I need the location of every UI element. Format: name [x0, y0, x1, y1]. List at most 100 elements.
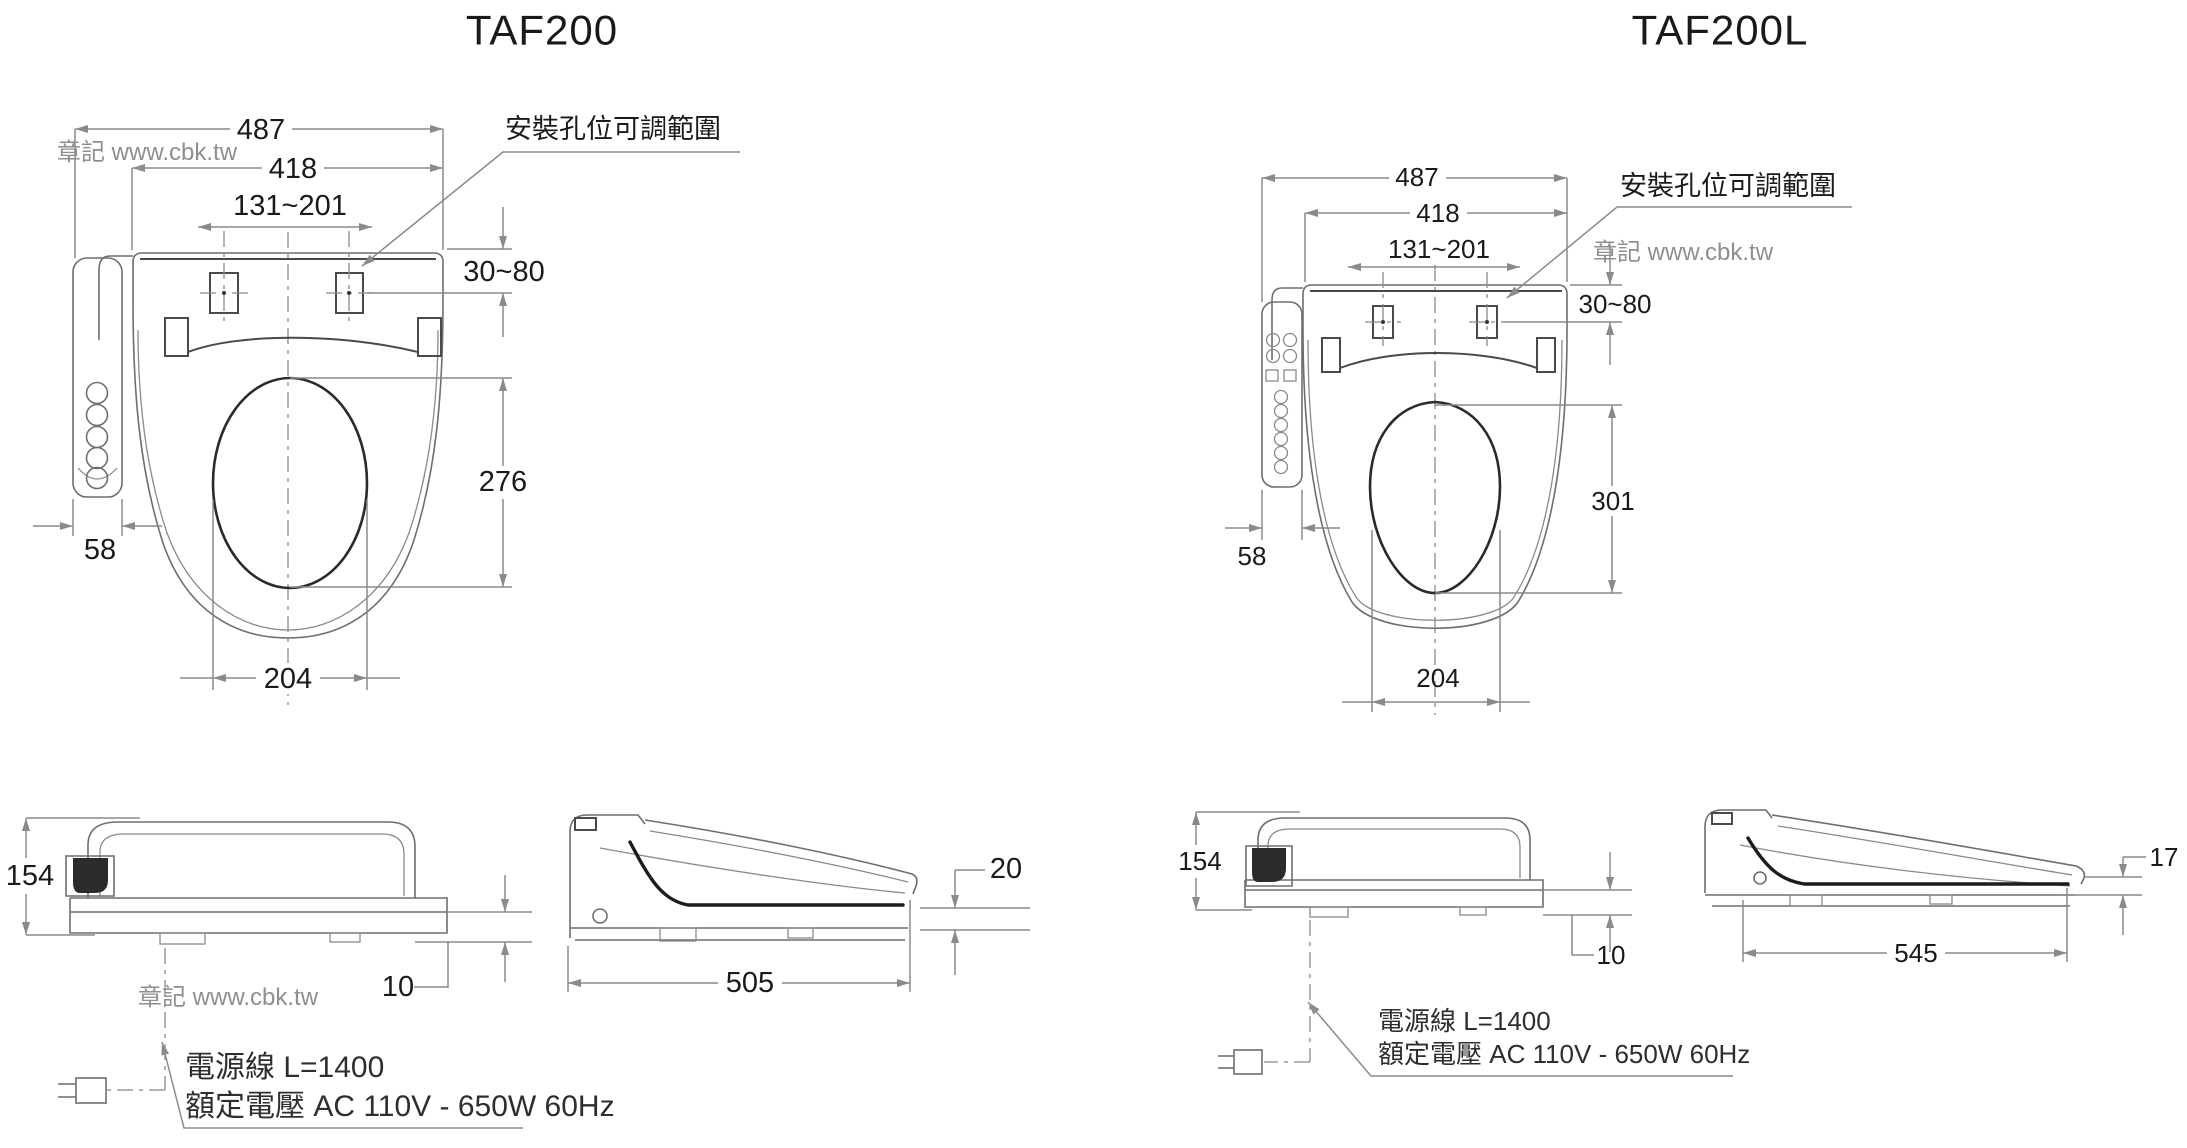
dim-height: 154: [4, 817, 140, 936]
profile-lid-top2: [1777, 825, 2073, 876]
dim-overall-width: 487: [74, 113, 444, 258]
control-panel: [72, 257, 123, 498]
dim-hole-offset: 30~80: [1505, 245, 1652, 365]
profile-foot-2: [1929, 894, 1953, 905]
svg-text:30~80: 30~80: [1578, 289, 1651, 319]
hinge-wave-line: [187, 336, 419, 353]
seat-inner-contour: [137, 329, 439, 631]
front-foot-left: [1309, 906, 1349, 918]
svg-text:10: 10: [1597, 940, 1626, 970]
front-base: [1244, 879, 1544, 908]
svg-text:131~201: 131~201: [233, 190, 347, 222]
profile-hinge-detail: [1711, 812, 1733, 825]
svg-text:276: 276: [479, 466, 527, 498]
taf200l-front-view: 154 10 電源線 L=1400 額定電壓 AC 110V - 650W 60…: [1172, 811, 1750, 1077]
seat-outline: [132, 252, 444, 639]
power-note-leader: [1307, 1001, 1733, 1077]
dim-panel-width: 58: [1225, 490, 1340, 571]
mounting-hole-left: [200, 231, 248, 322]
power-plug: [1233, 1049, 1263, 1075]
front-valve-detail: [1252, 848, 1286, 882]
power-cord: [1218, 920, 1311, 1075]
front-valve-outline: [65, 855, 115, 897]
svg-text:154: 154: [1178, 846, 1221, 876]
front-lid-outline: [1257, 817, 1531, 880]
svg-text:301: 301: [1591, 486, 1634, 516]
svg-text:204: 204: [264, 663, 312, 695]
svg-text:131~201: 131~201: [1388, 234, 1490, 264]
dim-hole-range: 131~201: [198, 190, 372, 231]
taf200-side-view: 20 505: [567, 814, 1030, 999]
front-foot-left: [159, 932, 206, 945]
control-panel: [1261, 301, 1303, 488]
hinge-wave-line: [1339, 352, 1538, 369]
dim-bowl-length: 276: [290, 377, 536, 588]
profile-hinge-detail: [574, 817, 597, 831]
profile-drain-detail: [592, 908, 608, 924]
svg-text:30~80: 30~80: [463, 256, 544, 288]
dim-overall-width: 487: [1261, 162, 1568, 302]
watermark-top-left: 章記 www.cbk.tw: [57, 139, 238, 166]
power-note-line2: 額定電壓 AC 110V - 650W 60Hz: [185, 1090, 615, 1123]
title-taf200: TAF200: [466, 7, 618, 54]
svg-text:10: 10: [382, 971, 414, 1003]
front-valve-detail: [73, 858, 108, 893]
front-lid-outline: [87, 821, 416, 898]
front-foot-right: [1459, 906, 1487, 916]
dim-lid-width: 418: [131, 153, 443, 250]
lid-corner-step: [1271, 287, 1303, 360]
svg-text:204: 204: [1416, 663, 1459, 693]
hinge-tab-right: [1536, 337, 1556, 373]
svg-text:487: 487: [237, 114, 285, 146]
mounting-label-group: 安裝孔位可調範圍: [1506, 171, 1852, 299]
power-note-leader: [161, 1041, 523, 1129]
svg-text:418: 418: [1416, 198, 1459, 228]
mounting-hole-right: [1469, 272, 1505, 346]
profile-lid-top2: [649, 830, 909, 883]
profile-lid-top: [1771, 814, 2086, 885]
watermark-bottom-left: 章記 www.cbk.tw: [138, 984, 319, 1011]
power-note-line1: 電源線 L=1400: [185, 1051, 384, 1084]
profile-lid-top: [644, 819, 918, 895]
dim-hole-range: 131~201: [1348, 234, 1520, 271]
dim-lid-gap: 17: [2060, 842, 2178, 935]
profile-lid-top3: [599, 847, 906, 894]
taf200-top-view: 487 418 131~201 30~80 276: [33, 113, 740, 705]
dim-bowl-length: 301: [1435, 404, 1641, 594]
profile-base: [1705, 894, 2075, 907]
lid-corner-step: [98, 255, 133, 340]
profile-back: [569, 814, 646, 938]
profile-base: [570, 927, 908, 941]
dim-side-length: 545: [1742, 888, 2068, 968]
svg-text:20: 20: [990, 853, 1022, 885]
seat-outline: [1302, 284, 1568, 629]
profile-foot-1: [659, 927, 697, 942]
profile-drain-detail: [1753, 871, 1767, 885]
svg-text:17: 17: [2150, 842, 2179, 872]
mounting-label: 安裝孔位可調範圍: [1620, 171, 1836, 201]
profile-seat-edge: [628, 840, 905, 907]
seat-inner-contour: [1307, 339, 1563, 621]
front-lid-inner: [1267, 828, 1521, 878]
hinge-tab-left: [164, 317, 189, 357]
power-cord: [58, 948, 166, 1104]
mounting-hole-right: [326, 231, 372, 322]
profile-seat-edge: [1746, 836, 2070, 886]
svg-text:505: 505: [726, 967, 774, 999]
svg-text:545: 545: [1894, 938, 1937, 968]
svg-text:154: 154: [6, 860, 54, 892]
hinge-tab-left: [1321, 337, 1341, 373]
dim-base-offset: 10: [1543, 852, 1632, 970]
front-lid-inner: [99, 833, 405, 896]
profile-foot-2: [787, 927, 814, 939]
svg-text:58: 58: [84, 534, 116, 566]
taf200l-side-view: 17 545: [1704, 809, 2178, 968]
control-panel-buttons: [1265, 332, 1298, 475]
mounting-label-group: 安裝孔位可調範圍: [361, 114, 740, 267]
svg-text:418: 418: [269, 153, 317, 185]
hinge-tab-right: [417, 317, 442, 357]
mounting-label: 安裝孔位可調範圍: [505, 114, 721, 144]
svg-text:487: 487: [1395, 162, 1438, 192]
